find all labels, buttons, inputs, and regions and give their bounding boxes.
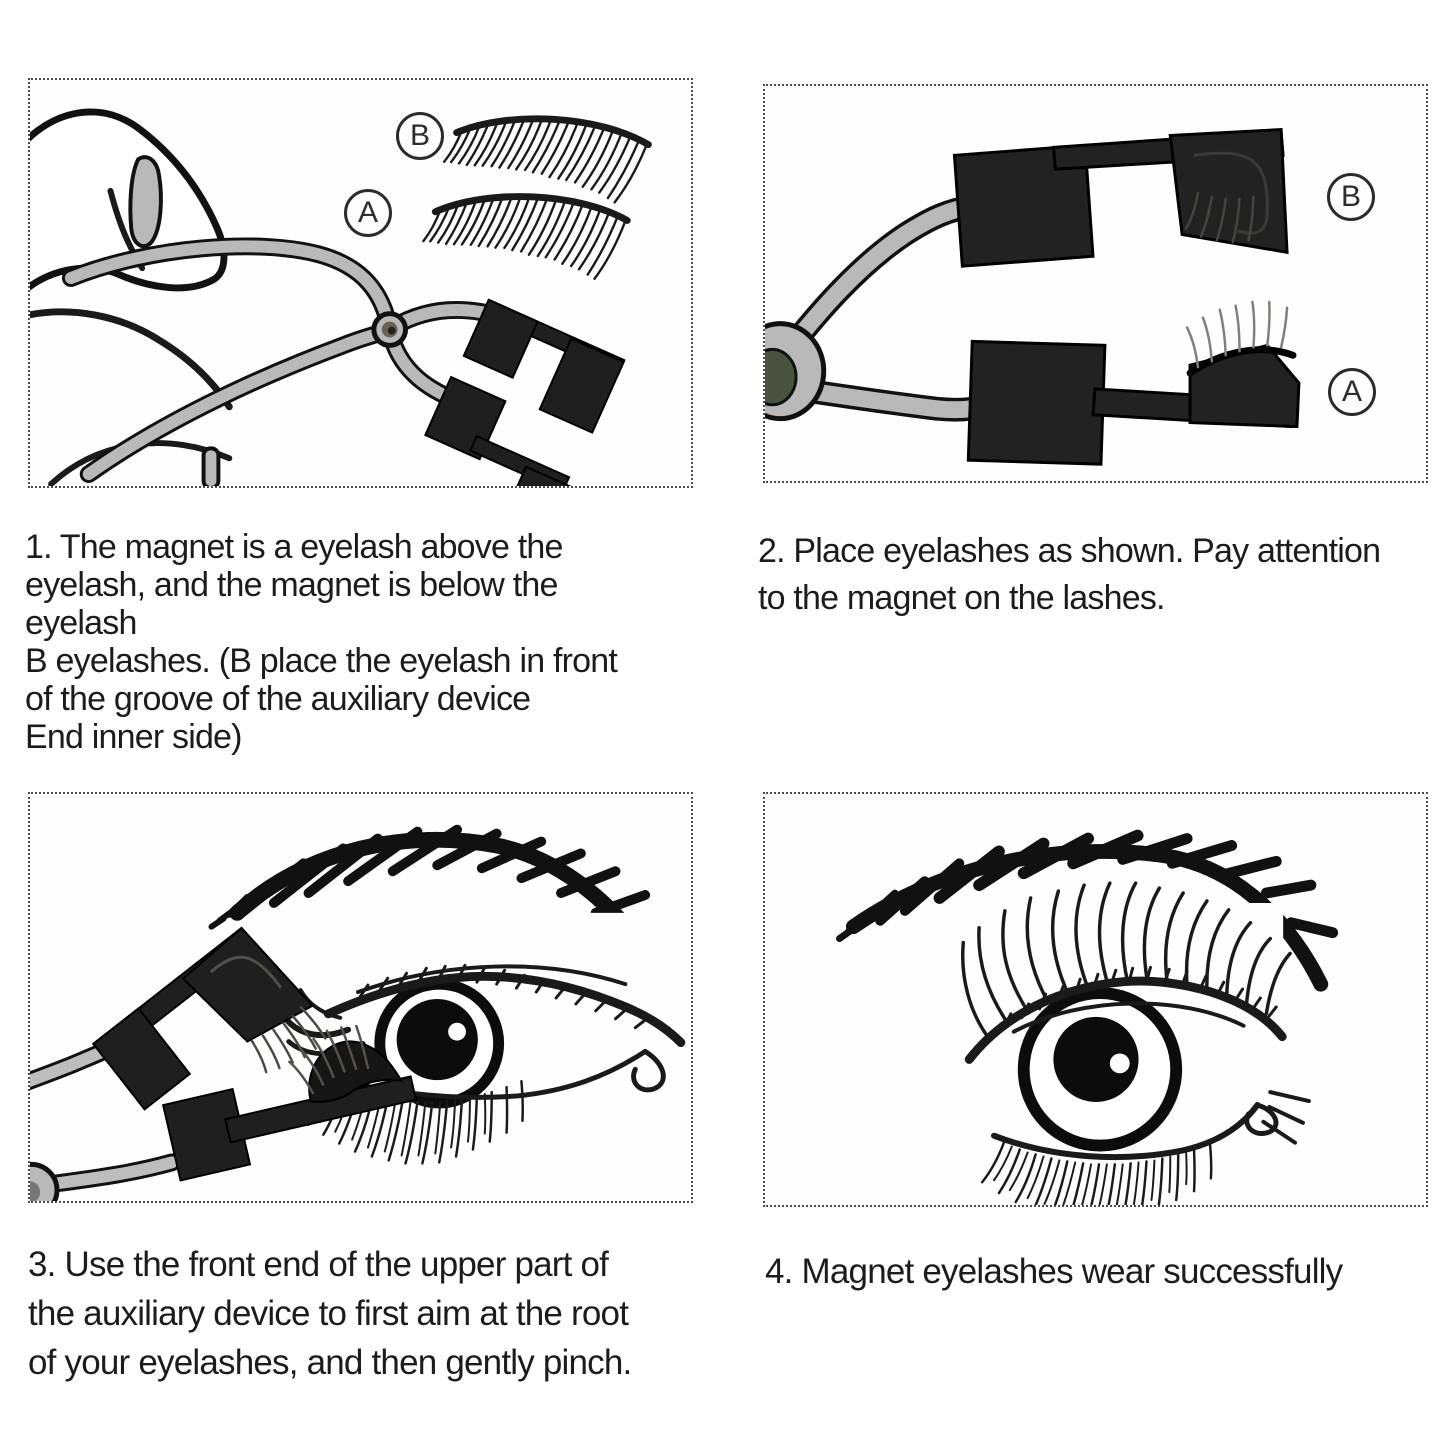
curler-tool-illustration xyxy=(30,1034,181,1201)
label-a-text: A xyxy=(1341,375,1362,408)
label-b-badge: B xyxy=(1327,173,1375,221)
eye-illustration xyxy=(961,881,1311,1205)
step-4-caption: 4. Magnet eyelashes wear successfully xyxy=(765,1252,1343,1292)
curler-tool-illustration xyxy=(61,237,514,484)
step-2-illustration xyxy=(765,127,1301,466)
hand-illustration xyxy=(30,108,233,486)
false-lash-a xyxy=(422,192,628,280)
magnet-clip-lower xyxy=(424,375,575,486)
caption-line: 4. Magnet eyelashes wear successfully xyxy=(765,1252,1343,1291)
step-4-illustration xyxy=(836,829,1339,1205)
label-a-badge: A xyxy=(1328,368,1376,416)
caption-line: 1. The magnet is a eyelash above the xyxy=(25,528,563,566)
caption-line: B eyelashes. (B place the eyelash in fro… xyxy=(25,642,618,680)
step-2-caption: 2. Place eyelashes as shown. Pay attenti… xyxy=(758,528,1381,622)
step-2-panel: B A xyxy=(763,84,1428,483)
caption-line: 3. Use the front end of the upper part o… xyxy=(28,1245,609,1284)
lash-tuft xyxy=(288,1024,370,1095)
step-3-panel xyxy=(28,792,693,1203)
step-1-illustration xyxy=(30,108,691,486)
caption-line: eyelash xyxy=(25,604,137,642)
step-1-caption: 1. The magnet is a eyelash above the eye… xyxy=(25,528,618,756)
magnet-clip-upper xyxy=(91,926,327,1111)
caption-line: of the groove of the auxiliary device xyxy=(25,680,531,718)
caption-line: eyelash, and the magnet is below the xyxy=(25,566,558,604)
lash-tuft xyxy=(1185,300,1289,369)
curler-jaws-illustration xyxy=(765,194,995,422)
label-b-text: B xyxy=(1340,180,1361,213)
caption-line: the auxiliary device to first aim at the… xyxy=(28,1294,629,1333)
step-1-panel: B A xyxy=(28,78,693,488)
step-3-caption: 3. Use the front end of the upper part o… xyxy=(28,1240,632,1387)
caption-line: to the magnet on the lashes. xyxy=(758,579,1165,617)
label-b-badge: B xyxy=(396,112,444,160)
caption-line: 2. Place eyelashes as shown. Pay attenti… xyxy=(758,532,1381,570)
magnet-clip-lower xyxy=(161,1024,418,1182)
caption-line: of your eyelashes, and then gently pinch… xyxy=(28,1343,632,1382)
magnet-clip-lower xyxy=(966,300,1301,466)
false-lash-b xyxy=(443,112,650,204)
step-3-illustration xyxy=(30,824,686,1201)
label-a-badge: A xyxy=(344,189,392,237)
magnet-clip-upper xyxy=(952,127,1289,268)
lash-tuft xyxy=(250,1005,327,1074)
eyebrow-illustration xyxy=(208,824,651,953)
magnet-clip-upper xyxy=(462,298,626,434)
label-b-text: B xyxy=(409,119,430,152)
caption-line: End inner side) xyxy=(25,718,242,756)
step-4-panel xyxy=(763,792,1428,1207)
label-a-text: A xyxy=(357,196,378,229)
